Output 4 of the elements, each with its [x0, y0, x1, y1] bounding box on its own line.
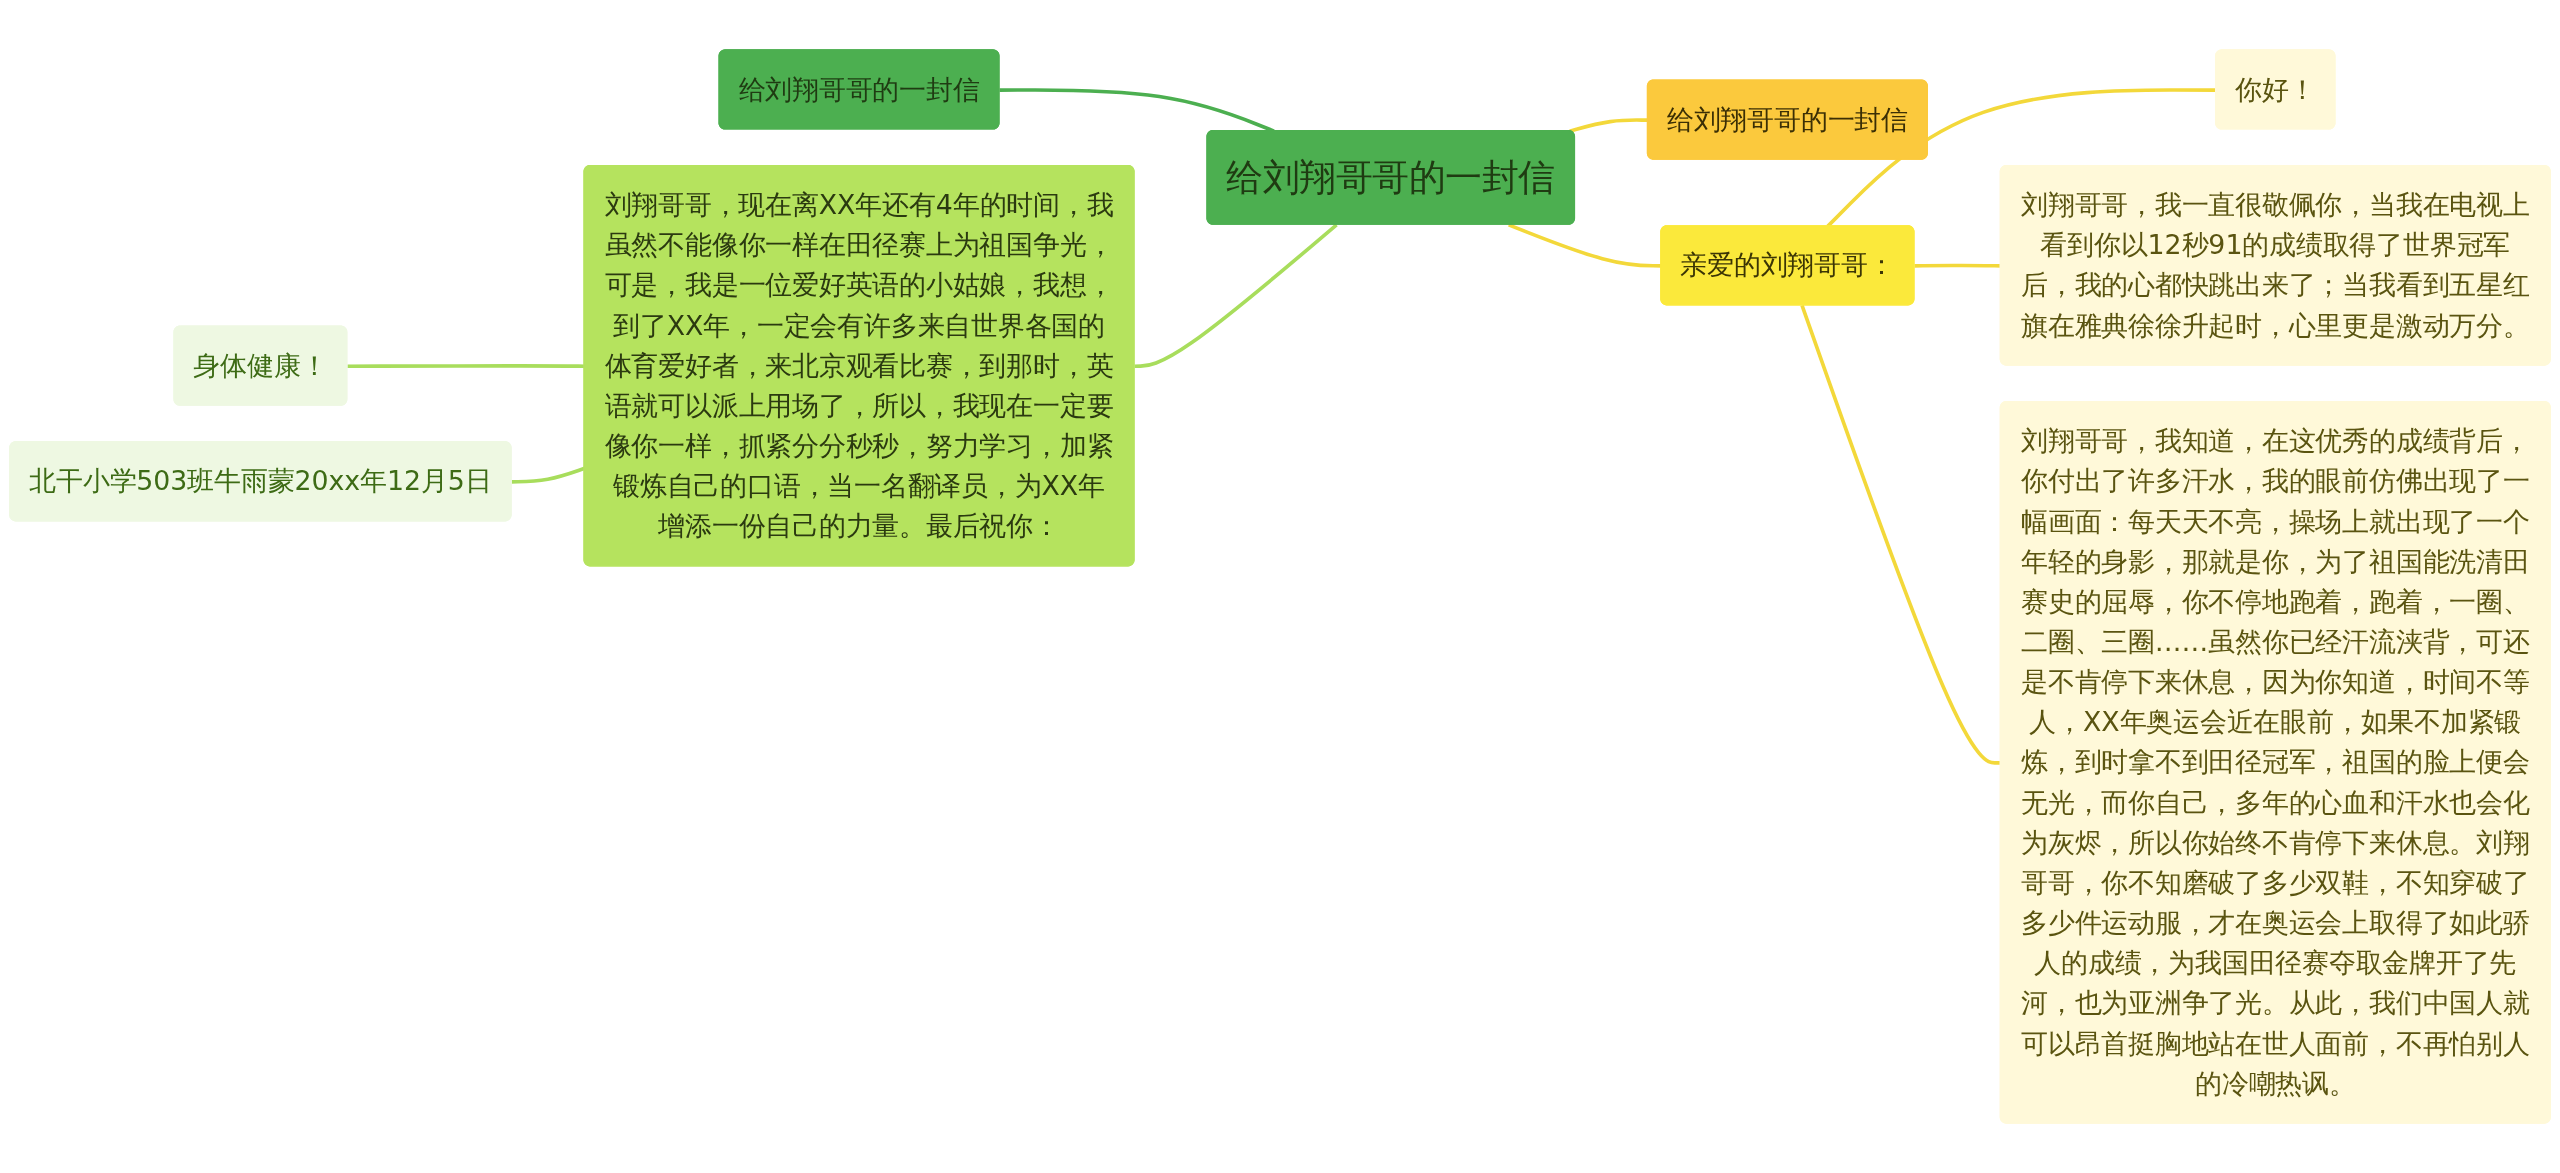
connector [1134, 223, 1338, 369]
connector [347, 364, 585, 369]
connector [1800, 304, 2001, 765]
connector [1914, 263, 2001, 268]
